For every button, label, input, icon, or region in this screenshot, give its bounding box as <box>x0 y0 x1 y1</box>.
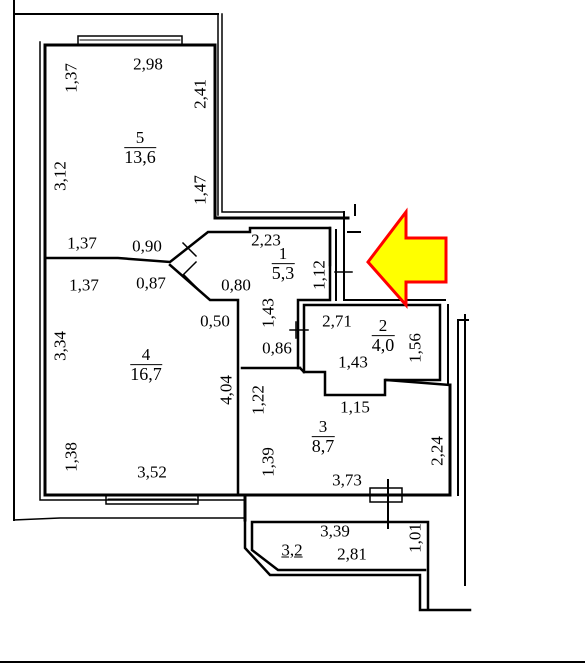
dim-r5-right-upper: 2,41 <box>190 79 210 109</box>
room-1-label: 1 5,3 <box>271 245 295 283</box>
dim-balcony-right: 1,01 <box>405 523 425 553</box>
dim-r3-top: 1,15 <box>340 397 370 417</box>
dim-r3-bottom: 3,73 <box>332 470 362 490</box>
wall-3 <box>240 366 452 497</box>
dim-r4-bottom: 3,52 <box>137 462 167 482</box>
room-area: 8,7 <box>311 435 335 456</box>
dim-r086: 0,86 <box>262 338 292 358</box>
room-number: 5 <box>124 129 156 148</box>
wall-2 <box>302 303 442 397</box>
dim-diag: 0,80 <box>221 275 251 295</box>
dim-r5-left: 3,12 <box>50 161 70 191</box>
room-5-label: 5 13,6 <box>124 129 156 167</box>
dim-r3-left-lower: 1,39 <box>258 447 278 477</box>
room-4-label: 4 16,7 <box>130 346 162 384</box>
door-marks <box>181 241 353 339</box>
dim-r1-top: 2,23 <box>251 230 281 250</box>
room-area: 16,7 <box>130 363 162 384</box>
dim-r4-left-lower: 1,38 <box>61 442 81 472</box>
dim-r4-050: 0,50 <box>200 311 230 331</box>
dim-r5-right-lower: 1,47 <box>190 175 210 205</box>
room-number: 1 <box>271 245 295 264</box>
outer-wall-right <box>217 13 345 216</box>
room-2-label: 2 4,0 <box>371 317 395 355</box>
dim-r4-right: 4,04 <box>216 375 236 405</box>
dim-r5-top: 2,98 <box>133 54 163 74</box>
room-area: 13,6 <box>124 146 156 167</box>
room-area: 4,0 <box>371 334 395 355</box>
dim-r3-left-upper: 1,22 <box>248 385 268 415</box>
balcony-area-label: 3,2 <box>281 540 303 560</box>
room-number: 3 <box>311 418 335 437</box>
dim-r2-bottom: 1,43 <box>338 352 368 372</box>
wall-5-4 <box>43 226 332 267</box>
dim-r1-left: 1,43 <box>258 298 278 328</box>
dim-r4-left: 3,34 <box>50 331 70 361</box>
dim-r5-left-upper: 1,37 <box>61 63 81 93</box>
wall-right-corridor <box>447 304 469 586</box>
window-room-5 <box>77 35 183 46</box>
outer-wall-left-inner <box>13 41 246 521</box>
wall-1-right <box>296 226 332 370</box>
room-3-label: 3 8,7 <box>311 418 335 456</box>
room-number: 4 <box>130 346 162 365</box>
room-number: 2 <box>371 317 395 336</box>
dim-r2-top: 2,71 <box>322 311 352 331</box>
dim-r2-right: 1,56 <box>405 333 425 363</box>
room-area: 5,3 <box>271 262 295 283</box>
dim-r5-bottom-left: 1,37 <box>67 233 97 253</box>
balcony-outline <box>243 518 472 612</box>
dim-r4-top-mid: 0,87 <box>136 273 166 293</box>
entrance-arrow-icon <box>366 207 448 309</box>
dim-r3-right: 2,24 <box>427 436 447 466</box>
dim-balcony-bottom: 2,81 <box>337 544 367 564</box>
balcony-door <box>369 487 403 503</box>
window-room-4 <box>105 494 199 505</box>
dim-balcony-top: 3,39 <box>320 521 350 541</box>
wall-4-1 <box>168 263 240 497</box>
dim-r5-bottom-mid: 0,90 <box>132 236 162 256</box>
dim-r4-top-left: 1,37 <box>69 275 99 295</box>
dim-r1-right: 1,12 <box>309 260 329 290</box>
wall-entrance <box>335 204 446 301</box>
